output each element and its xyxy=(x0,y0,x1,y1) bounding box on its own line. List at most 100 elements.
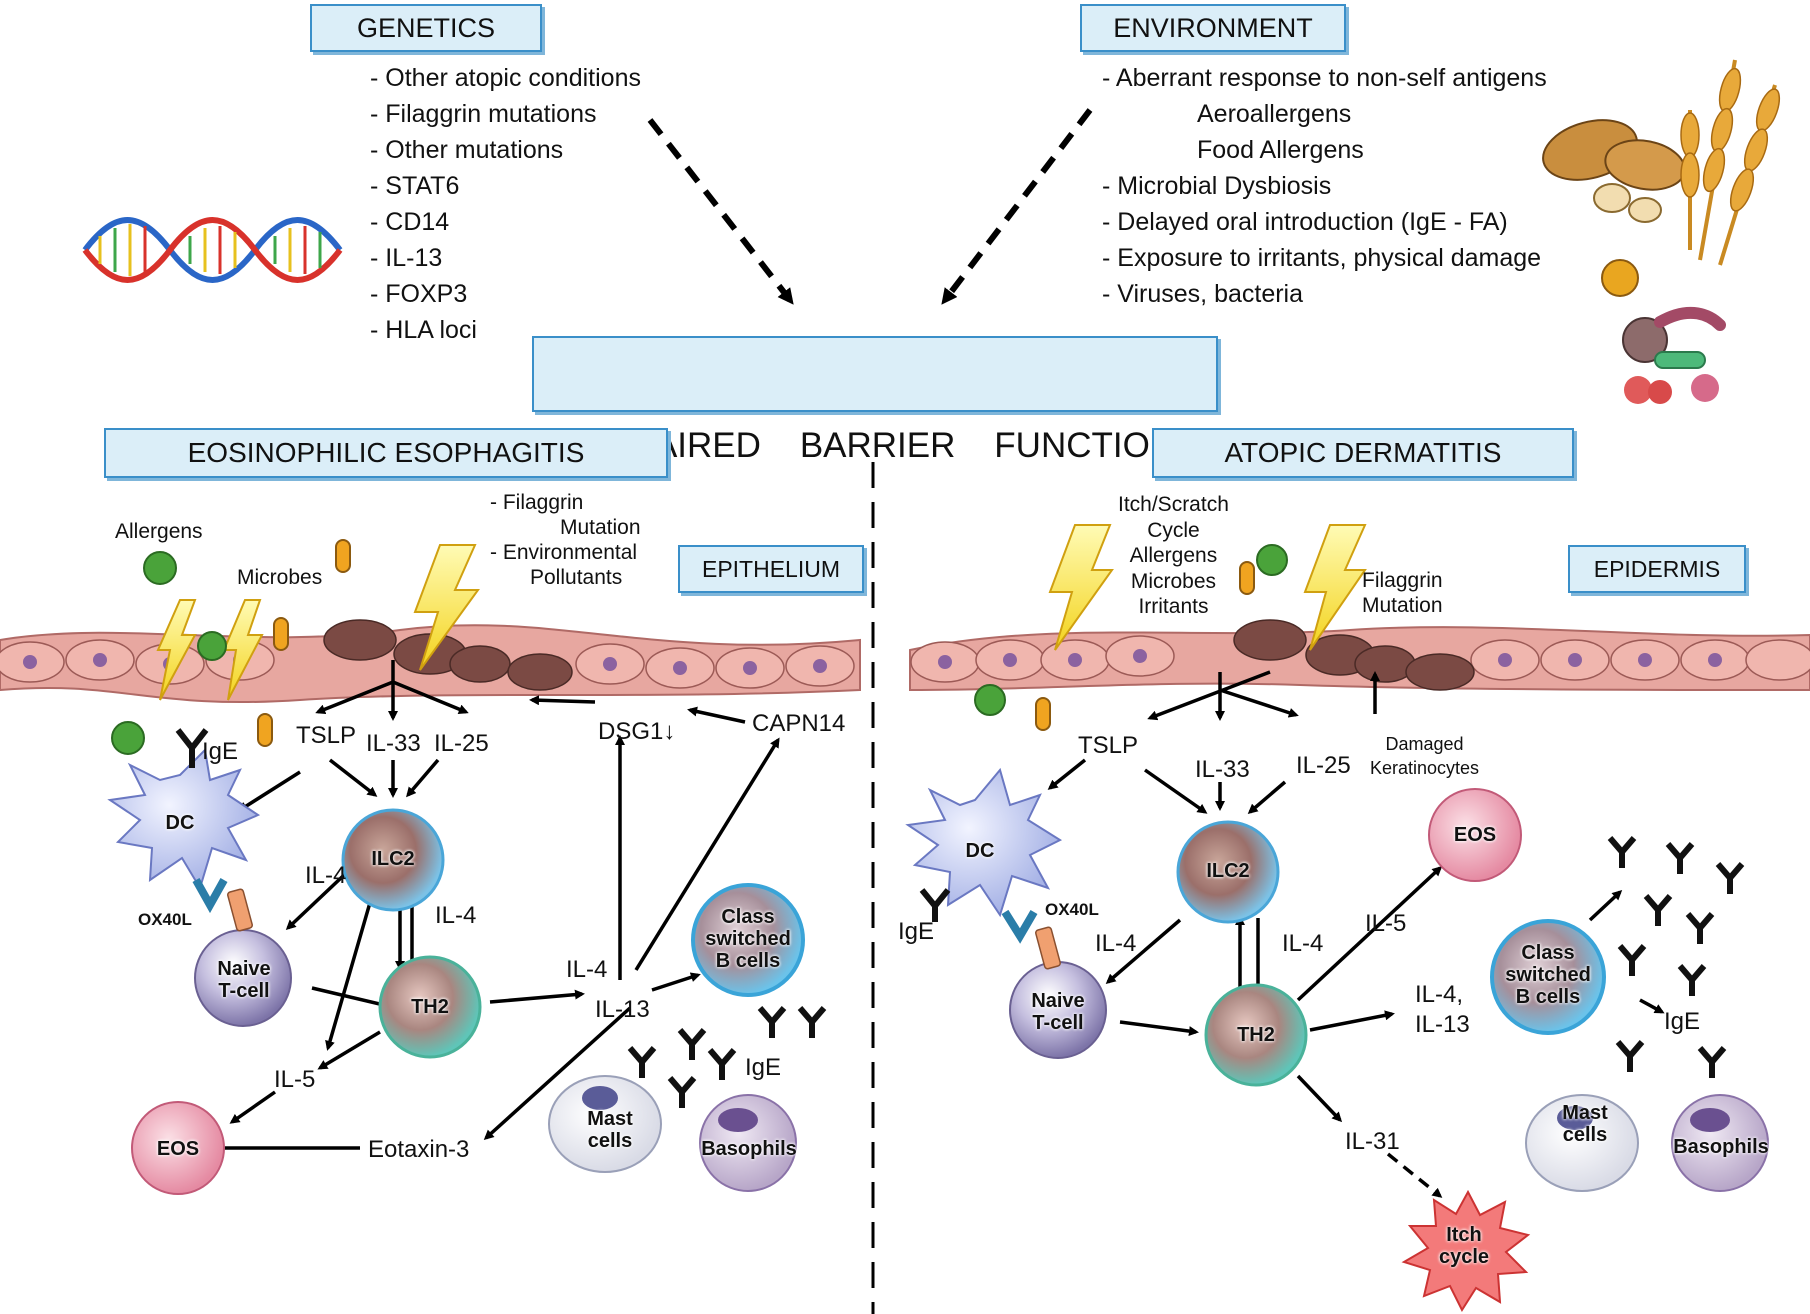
barrier-function-title: IMPAIRED BARRIER FUNCTION xyxy=(594,426,1176,465)
eoe-title: EOSINOPHILIC ESOPHAGITIS xyxy=(187,437,585,468)
eoe-naive-label: Naive T-cell xyxy=(208,958,280,1002)
ad-basophil-cell xyxy=(1671,1094,1769,1192)
ad-dc-cell xyxy=(905,767,1063,918)
eoe-trigger-line: Mutation xyxy=(560,516,641,539)
eoe-naive-line: T-cell xyxy=(218,980,270,1002)
ad-il5-label: IL-5 xyxy=(1365,910,1407,937)
eoe-il5-label: IL-5 xyxy=(274,1066,316,1093)
ad-title-box: ATOPIC DERMATITIS xyxy=(1152,428,1574,478)
genetics-item: - Other mutations xyxy=(370,136,564,164)
epidermis-label: EPIDERMIS xyxy=(1593,556,1721,582)
eoe-ilc2-cell xyxy=(341,808,445,912)
eoe-trigger-line: - Filaggrin xyxy=(490,491,584,514)
ad-filaggrin-label: Filaggrin Mutation xyxy=(1362,568,1443,618)
eoe-il4-label-c: IL-4 xyxy=(566,956,608,983)
ad-il31-label: IL-31 xyxy=(1345,1128,1400,1155)
eoe-mast-line: cells xyxy=(587,1130,633,1152)
ad-trigger-line: Itch/Scratch xyxy=(1118,493,1229,516)
genetics-list: - Other atopic conditions - Filaggrin mu… xyxy=(370,60,641,348)
ad-il33-label: IL-33 xyxy=(1195,756,1250,783)
environment-title-box: ENVIRONMENT xyxy=(1080,4,1346,52)
eoe-trigger-line: - Environmental xyxy=(490,541,638,564)
environment-title: ENVIRONMENT xyxy=(1113,13,1313,43)
eoe-tslp-label: TSLP xyxy=(296,722,357,749)
eoe-capn14-label: CAPN14 xyxy=(752,710,846,737)
epithelium-label: EPITHELIUM xyxy=(701,556,841,582)
ad-arrows xyxy=(1047,670,1665,1123)
environment-item: - Delayed oral introduction (IgE - FA) xyxy=(1102,208,1508,236)
eoe-ox40l-label: OX40L xyxy=(138,910,192,929)
ad-il4-label-b: IL-4 xyxy=(1282,930,1324,957)
itch-cycle-burst-icon xyxy=(1401,1189,1531,1313)
eoe-il13-label: IL-13 xyxy=(595,996,650,1023)
eoe-mast-cell xyxy=(548,1075,662,1173)
ad-il413-line: IL-4, xyxy=(1415,981,1464,1008)
eoe-ige-antibody-icon xyxy=(175,728,827,1108)
ad-trigger-line: Microbes xyxy=(1130,569,1217,593)
eoe-basophil-cell xyxy=(699,1094,797,1192)
ad-bcell-label: Class switched B cells xyxy=(1498,942,1598,1008)
ad-bcell-line: Class xyxy=(1521,942,1575,964)
ad-bcell-line: B cells xyxy=(1515,986,1581,1008)
eoe-bcell-label: Class switched B cells xyxy=(698,906,798,972)
ad-th2-cell xyxy=(1204,983,1308,1087)
ad-epidermis-layer xyxy=(909,619,1810,692)
ad-triggers-label: Itch/Scratch Cycle Allergens Microbes Ir… xyxy=(1118,492,1229,620)
eoe-triggers-label: - Filaggrin Mutation - Environmental Pol… xyxy=(490,490,641,590)
environment-arrow xyxy=(941,108,1093,305)
eoe-ige-label: IgE xyxy=(202,738,239,765)
allergen-icon xyxy=(111,544,1288,755)
genetics-item: - Filaggrin mutations xyxy=(370,100,597,128)
wheat-icon xyxy=(1680,59,1781,266)
eoe-dc-cell xyxy=(107,747,261,891)
environment-item: - Viruses, bacteria xyxy=(1102,280,1304,308)
ad-trigger-line: Allergens xyxy=(1129,544,1218,567)
ad-mast-line: Mast xyxy=(1562,1102,1608,1124)
eoe-il33-label: IL-33 xyxy=(366,730,421,757)
ad-naive-line: T-cell xyxy=(1032,1012,1084,1034)
ad-il413-line: IL-13 xyxy=(1415,1011,1470,1038)
environment-item: Food Allergens xyxy=(1197,136,1364,164)
ad-damaged-label: Damaged Keratinocytes xyxy=(1370,732,1479,780)
ad-ige-antibody-icon xyxy=(919,836,1745,1078)
ad-trigger-line: Cycle xyxy=(1147,518,1200,542)
microbes-cluster-icon xyxy=(1601,259,1726,404)
eoe-microbes-label: Microbes xyxy=(237,566,323,589)
genetics-item: - CD14 xyxy=(370,208,450,236)
eoe-eotaxin-label: Eotaxin-3 xyxy=(368,1136,470,1163)
eoe-th2-cell xyxy=(378,955,482,1059)
eoe-title-box: EOSINOPHILIC ESOPHAGITIS xyxy=(104,428,668,478)
epidermis-box: EPIDERMIS xyxy=(1568,545,1746,593)
genetics-arrow xyxy=(647,118,794,305)
eoe-il4-label-b: IL-4 xyxy=(435,902,477,929)
eoe-bcell xyxy=(691,883,805,997)
lightning-icon xyxy=(156,524,1367,701)
eoe-ige2-label: IgE xyxy=(745,1054,782,1081)
ad-tslp-label: TSLP xyxy=(1078,732,1139,759)
eoe-bcell-line: B cells xyxy=(715,950,781,972)
genetics-title: GENETICS xyxy=(356,13,496,43)
eoe-eos-label: EOS xyxy=(156,1138,200,1160)
eoe-allergens-label: Allergens xyxy=(115,520,203,543)
genetics-item: - Other atopic conditions xyxy=(370,64,641,92)
ad-damaged-line: Keratinocytes xyxy=(1370,758,1480,778)
eoe-mast-label: Mast cells xyxy=(575,1108,645,1152)
ad-filaggrin-line: Filaggrin xyxy=(1362,569,1443,592)
eoe-ilc2-label: ILC2 xyxy=(371,848,415,870)
eoe-ox40l-receptor xyxy=(192,878,253,932)
environment-item: Aeroallergens xyxy=(1197,100,1352,128)
ad-trigger-line: Irritants xyxy=(1138,595,1209,618)
eoe-th2-label: TH2 xyxy=(411,996,449,1018)
genetics-item: - FOXP3 xyxy=(370,280,468,308)
ad-filaggrin-line: Mutation xyxy=(1362,594,1443,617)
ad-eos-cell xyxy=(1428,788,1522,882)
eoe-naive-line: Naive xyxy=(217,958,271,980)
environment-item: - Exposure to irritants, physical damage xyxy=(1102,244,1542,272)
il31-itch-arrow xyxy=(1386,1152,1443,1198)
environment-item: - Microbial Dysbiosis xyxy=(1102,172,1332,200)
ad-il413-label: IL-4, IL-13 xyxy=(1415,980,1470,1040)
eoe-epithelium-layer xyxy=(0,619,861,704)
ad-ige-label: IgE xyxy=(898,918,935,945)
genetics-title-box: GENETICS xyxy=(310,4,542,52)
